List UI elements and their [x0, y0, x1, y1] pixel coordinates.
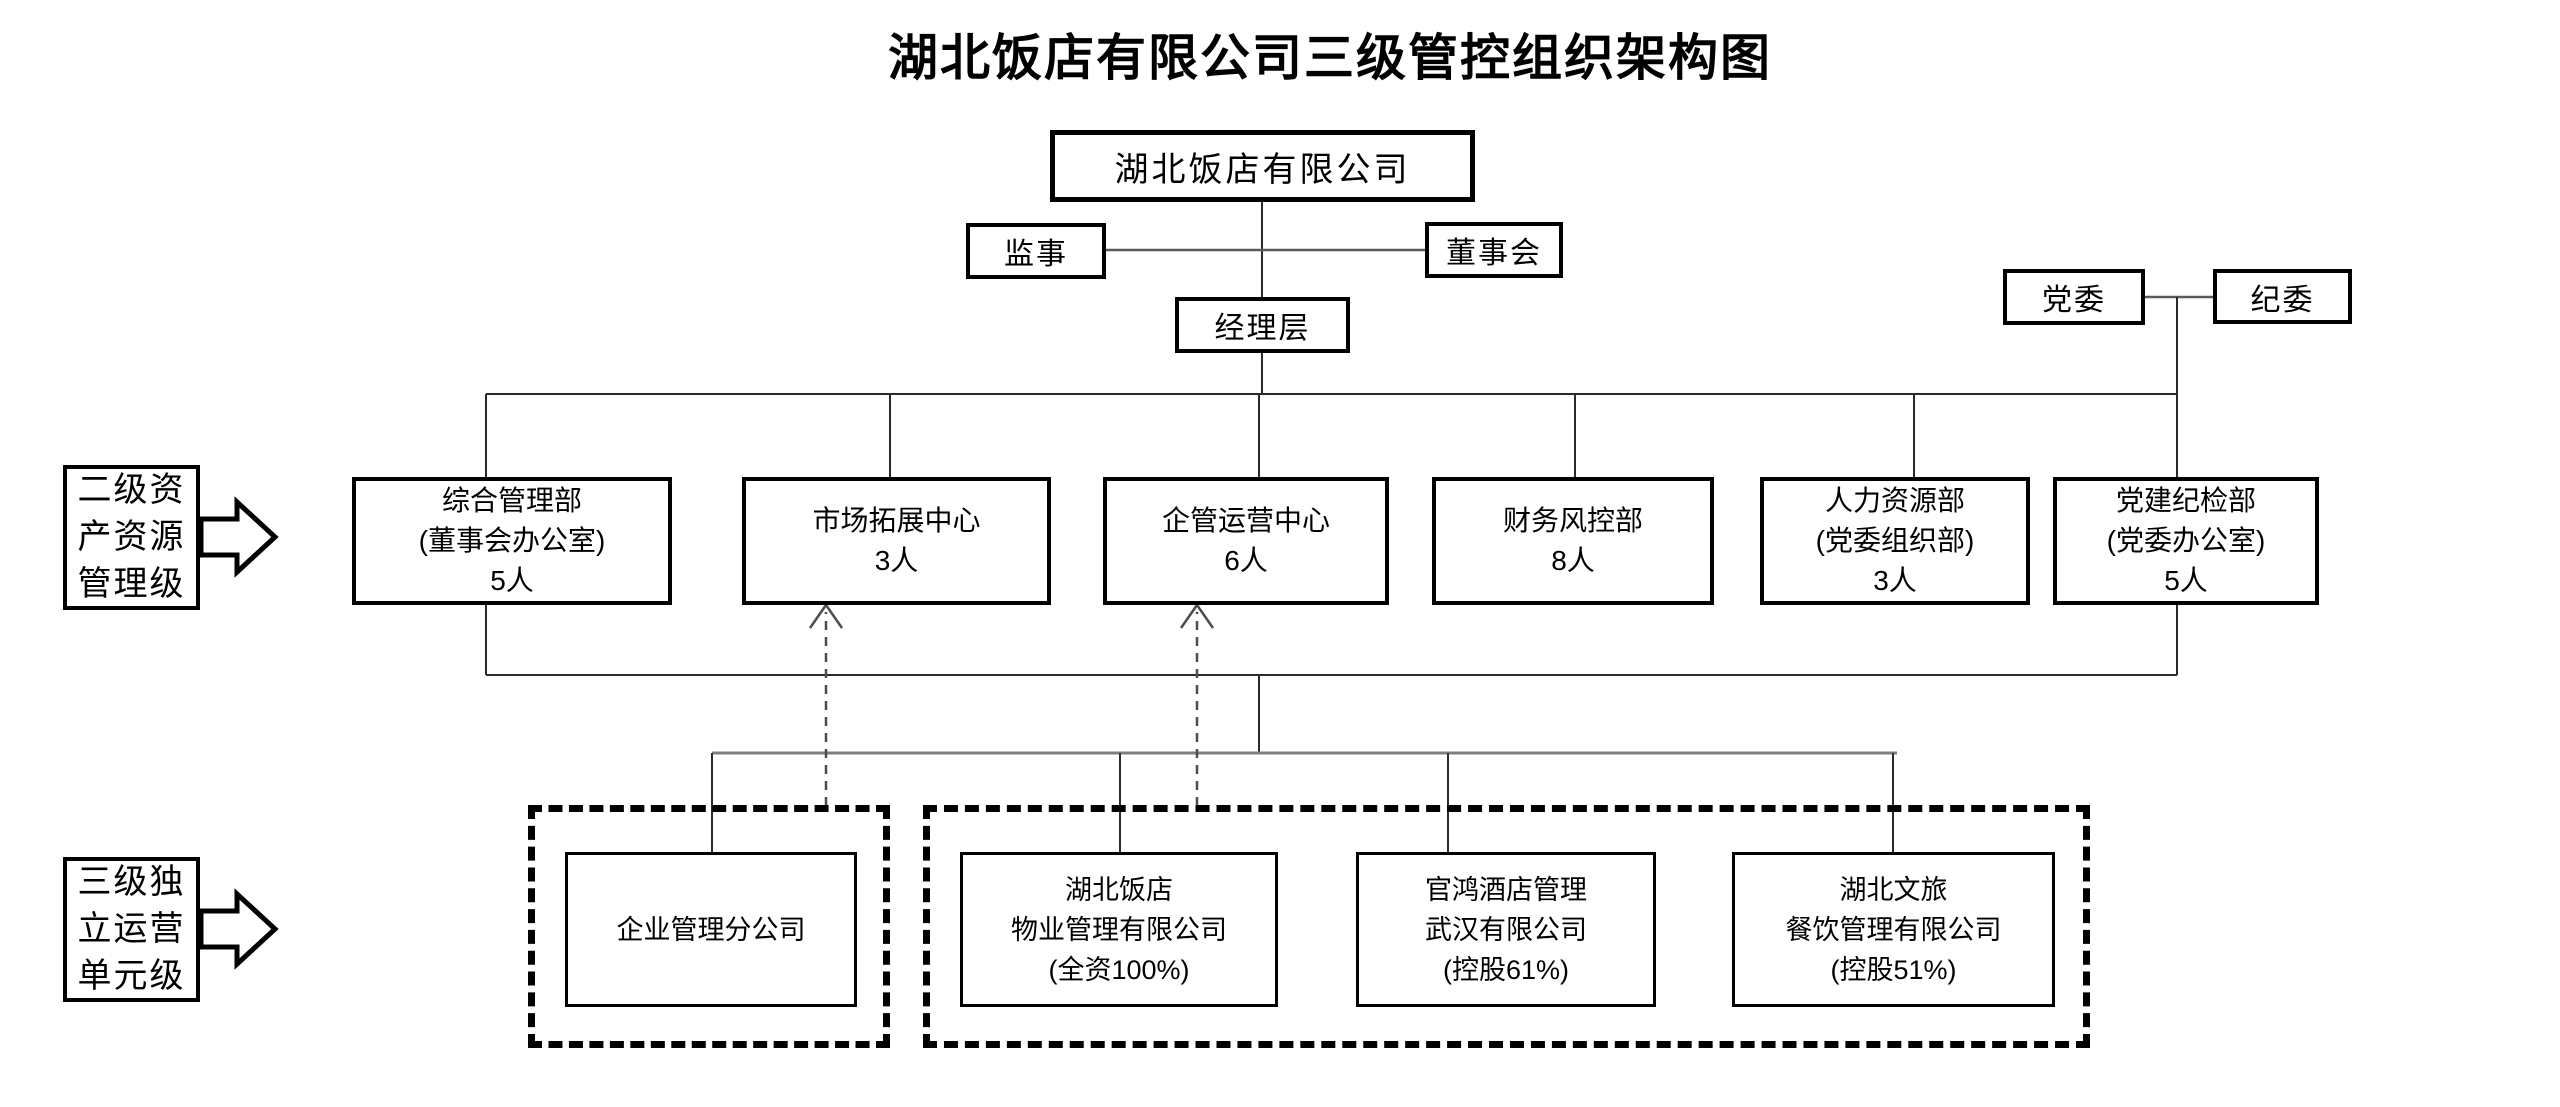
unit-box-guanhong-hotel: 官鸿酒店管理 武汉有限公司 (控股61%): [1356, 852, 1656, 1007]
dept-box-party-discipline: 党建纪检部 (党委办公室) 5人: [2053, 477, 2319, 605]
block-arrow-level3-icon: [198, 888, 279, 970]
party-committee-box: 党委: [2003, 269, 2145, 325]
discipline-committee-box: 纪委: [2213, 269, 2352, 324]
unit-box-wenlv-catering: 湖北文旅 餐饮管理有限公司 (控股51%): [1732, 852, 2055, 1007]
dashed-arrowhead-dept-2: [808, 602, 844, 629]
unit-box-enterprise-management-branch: 企业管理分公司: [565, 852, 857, 1007]
dept-box-market-expansion: 市场拓展中心 3人: [742, 477, 1051, 605]
level3-side-label: 三级独 立运营 单元级: [63, 857, 200, 1002]
dept-box-general-admin: 综合管理部 (董事会办公室) 5人: [352, 477, 672, 605]
dept-box-enterprise-operations: 企管运营中心 6人: [1103, 477, 1389, 605]
branch-group-dashed-frame: [528, 805, 890, 1048]
page-title: 湖北饭店有限公司三级管控组织架构图: [888, 28, 1772, 87]
company-box: 湖北饭店有限公司: [1050, 130, 1475, 202]
dept-box-finance-risk: 财务风控部 8人: [1432, 477, 1714, 605]
block-arrow-level2-icon: [198, 496, 279, 578]
supervisor-box: 监事: [966, 223, 1106, 279]
dept-box-human-resources: 人力资源部 (党委组织部) 3人: [1760, 477, 2030, 605]
board-box: 董事会: [1425, 222, 1563, 278]
subsidiary-group-dashed-frame: [923, 805, 2090, 1048]
level2-side-label: 二级资 产资源 管理级: [63, 465, 200, 610]
unit-box-property-management: 湖北饭店 物业管理有限公司 (全资100%): [960, 852, 1278, 1007]
dashed-arrowhead-dept-3: [1179, 602, 1215, 629]
management-layer-box: 经理层: [1175, 297, 1350, 353]
